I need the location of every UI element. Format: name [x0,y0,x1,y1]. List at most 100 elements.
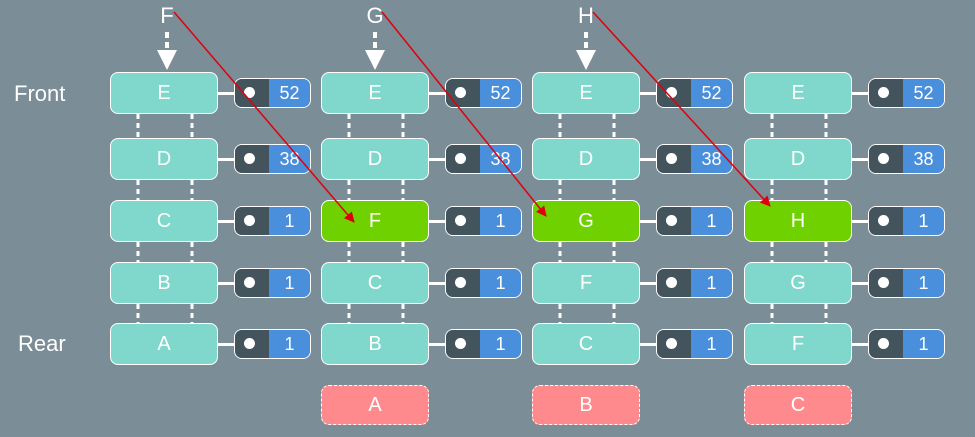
cache-node: E [321,72,429,114]
frequency-count: 52 [480,79,521,107]
cache-node: F [532,262,640,304]
frequency-badge: 1 [445,206,522,236]
frequency-badge: 1 [445,268,522,298]
frequency-badge: 38 [868,144,945,174]
cache-node: D [744,138,852,180]
frequency-badge: 52 [656,78,733,108]
frequency-count: 1 [691,207,732,235]
frequency-count: 52 [269,79,310,107]
badge-pointer [235,269,269,297]
frequency-badge: 1 [868,268,945,298]
node-connector [218,282,238,285]
frequency-count: 1 [903,207,944,235]
frequency-badge: 1 [656,268,733,298]
inserted-node: G [532,200,640,242]
pointer-dot-icon [455,87,466,98]
frequency-badge: 52 [234,78,311,108]
pointer-dot-icon [455,215,466,226]
badge-pointer [869,207,903,235]
pointer-dot-icon [244,277,255,288]
badge-pointer [657,330,691,358]
pointer-dot-icon [244,338,255,349]
badge-pointer [235,145,269,173]
frequency-badge: 1 [445,329,522,359]
evicted-node: C [744,385,852,425]
cache-node: B [110,262,218,304]
node-connector [852,282,872,285]
frequency-badge: 1 [868,206,945,236]
pointer-dot-icon [878,277,889,288]
pointer-dot-icon [244,153,255,164]
badge-pointer [235,79,269,107]
node-connector [640,220,660,223]
badge-pointer [446,145,480,173]
frequency-count: 52 [903,79,944,107]
evicted-node: A [321,385,429,425]
cache-node: C [110,200,218,242]
frequency-badge: 38 [234,144,311,174]
node-connector [852,220,872,223]
node-connector [218,343,238,346]
pointer-dot-icon [244,87,255,98]
pointer-dot-icon [666,338,677,349]
badge-pointer [657,207,691,235]
pointer-dot-icon [878,215,889,226]
cache-node: E [744,72,852,114]
badge-pointer [657,79,691,107]
inserted-node: H [744,200,852,242]
pointer-dot-icon [878,87,889,98]
frequency-badge: 1 [234,329,311,359]
badge-pointer [869,145,903,173]
cache-node: D [110,138,218,180]
node-connector [640,282,660,285]
frequency-count: 38 [903,145,944,173]
badge-pointer [446,269,480,297]
badge-pointer [235,330,269,358]
badge-pointer [869,79,903,107]
frequency-count: 1 [480,207,521,235]
badge-pointer [657,145,691,173]
frequency-count: 52 [691,79,732,107]
frequency-badge: 1 [234,206,311,236]
frequency-badge: 38 [445,144,522,174]
frequency-badge: 52 [445,78,522,108]
pointer-dot-icon [878,153,889,164]
frequency-count: 1 [903,269,944,297]
incoming-key-h: H [578,3,594,28]
node-connector [429,343,449,346]
node-connector [429,220,449,223]
badge-pointer [657,269,691,297]
badge-pointer [869,330,903,358]
frequency-count: 1 [269,269,310,297]
badge-pointer [446,79,480,107]
cache-node: E [532,72,640,114]
frequency-count: 38 [691,145,732,173]
inserted-node: F [321,200,429,242]
cache-node: F [744,323,852,365]
frequency-count: 1 [691,330,732,358]
frequency-badge: 1 [656,329,733,359]
pointer-dot-icon [666,153,677,164]
pointer-dot-icon [666,277,677,288]
node-connector [429,282,449,285]
frequency-badge: 52 [868,78,945,108]
frequency-badge: 1 [234,268,311,298]
badge-pointer [446,330,480,358]
node-connector [852,158,872,161]
frequency-count: 38 [480,145,521,173]
cache-node: B [321,323,429,365]
frequency-count: 1 [269,207,310,235]
incoming-key-f: F [160,3,174,28]
pointer-dot-icon [455,277,466,288]
frequency-count: 1 [480,330,521,358]
frequency-badge: 38 [656,144,733,174]
pointer-dot-icon [244,215,255,226]
pointer-dot-icon [455,153,466,164]
node-connector [640,343,660,346]
frequency-badge: 1 [868,329,945,359]
frequency-count: 1 [269,330,310,358]
frequency-badge: 1 [656,206,733,236]
